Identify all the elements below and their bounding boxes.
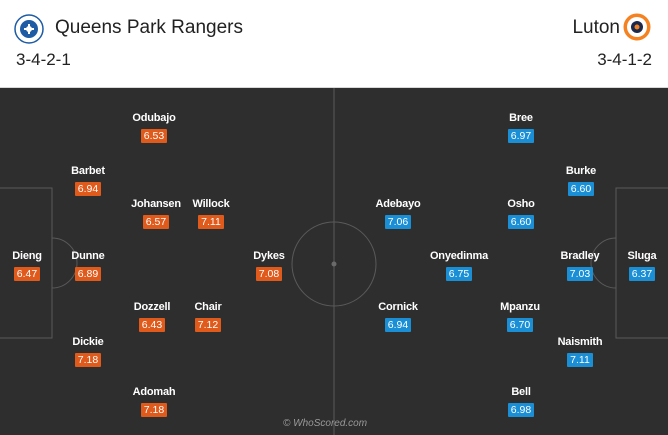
home-formation: 3-4-2-1: [16, 50, 71, 69]
player-name: Barbet: [71, 165, 105, 177]
away-formation: 3-4-1-2: [597, 50, 652, 69]
player-name: Burke: [565, 165, 597, 177]
player-rating: 6.89: [74, 267, 102, 281]
player-rating: 7.03: [566, 267, 594, 281]
player-rating: 7.11: [567, 353, 593, 367]
home-player-odubajo[interactable]: Odubajo 6.53: [119, 112, 189, 144]
pitch: Dieng 6.47 Barbet 6.94 Dunne 6.89 Dickie…: [0, 88, 668, 435]
whoscored-watermark: © WhoScored.com: [283, 418, 368, 429]
home-player-dieng[interactable]: Dieng 6.47: [0, 250, 62, 282]
player-rating: 7.08: [255, 267, 283, 281]
away-player-mpanzu[interactable]: Mpanzu 6.70: [485, 301, 555, 333]
home-player-barbet[interactable]: Barbet 6.94: [53, 165, 123, 197]
home-player-dunne[interactable]: Dunne 6.89: [53, 250, 123, 282]
player-name: Dickie: [72, 336, 104, 348]
player-name: Onyedinma: [429, 250, 489, 262]
away-team-name[interactable]: Luton: [572, 17, 620, 38]
luton-crest-icon: [622, 12, 652, 42]
player-rating: 6.97: [507, 129, 535, 143]
player-rating: 6.47: [13, 267, 41, 281]
player-name: Adomah: [132, 386, 176, 398]
player-rating: 7.12: [194, 318, 222, 332]
away-player-sluga[interactable]: Sluga 6.37: [607, 250, 668, 282]
player-rating: 6.37: [628, 267, 656, 281]
player-name: Dozzell: [133, 301, 171, 313]
away-player-cornick[interactable]: Cornick 6.94: [363, 301, 433, 333]
home-player-chair[interactable]: Chair 7.12: [173, 301, 243, 333]
player-rating: 6.53: [140, 129, 168, 143]
player-rating: 7.11: [198, 215, 224, 229]
away-player-onyedinma[interactable]: Onyedinma 6.75: [424, 250, 494, 282]
player-name: Bell: [511, 386, 531, 398]
away-player-bradley[interactable]: Bradley 7.03: [545, 250, 615, 282]
player-name: Chair: [194, 301, 222, 313]
home-player-dykes[interactable]: Dykes 7.08: [234, 250, 304, 282]
player-rating: 7.18: [74, 353, 102, 367]
home-player-dickie[interactable]: Dickie 7.18: [53, 336, 123, 368]
player-rating: 6.43: [138, 318, 166, 332]
player-name: Willock: [192, 198, 230, 210]
player-name: Dunne: [71, 250, 105, 262]
away-player-naismith[interactable]: Naismith 7.11: [545, 336, 615, 368]
player-rating: 6.57: [142, 215, 170, 229]
player-rating: 6.60: [507, 215, 535, 229]
player-rating: 7.06: [384, 215, 412, 229]
away-player-burke[interactable]: Burke 6.60: [546, 165, 616, 197]
home-player-johansen[interactable]: Johansen 6.57: [121, 198, 191, 230]
player-name: Odubajo: [132, 112, 176, 124]
player-name: Osho: [507, 198, 535, 210]
player-rating: 7.18: [140, 403, 168, 417]
player-name: Bree: [509, 112, 533, 124]
home-team-name[interactable]: Queens Park Rangers: [55, 17, 243, 38]
player-name: Sluga: [627, 250, 657, 262]
home-player-willock[interactable]: Willock 7.11: [176, 198, 246, 230]
player-name: Naismith: [557, 336, 603, 348]
player-rating: 6.60: [567, 182, 595, 196]
player-name: Mpanzu: [500, 301, 540, 313]
player-name: Dieng: [12, 250, 42, 262]
player-name: Bradley: [560, 250, 600, 262]
away-player-bell[interactable]: Bell 6.98: [486, 386, 556, 418]
player-rating: 6.94: [74, 182, 102, 196]
match-header: Queens Park Rangers 3-4-2-1 Luton 3-4-1-…: [0, 0, 668, 88]
home-player-adomah[interactable]: Adomah 7.18: [119, 386, 189, 418]
away-player-bree[interactable]: Bree 6.97: [486, 112, 556, 144]
player-rating: 6.94: [384, 318, 412, 332]
player-rating: 6.70: [506, 318, 534, 332]
pitch-markings: [0, 88, 668, 435]
player-name: Dykes: [253, 250, 285, 262]
away-player-adebayo[interactable]: Adebayo 7.06: [363, 198, 433, 230]
home-player-dozzell[interactable]: Dozzell 6.43: [117, 301, 187, 333]
qpr-crest-icon: [14, 14, 44, 44]
player-name: Cornick: [378, 301, 418, 313]
player-name: Adebayo: [375, 198, 421, 210]
player-name: Johansen: [131, 198, 181, 210]
away-player-osho[interactable]: Osho 6.60: [486, 198, 556, 230]
player-rating: 6.98: [507, 403, 535, 417]
player-rating: 6.75: [445, 267, 473, 281]
